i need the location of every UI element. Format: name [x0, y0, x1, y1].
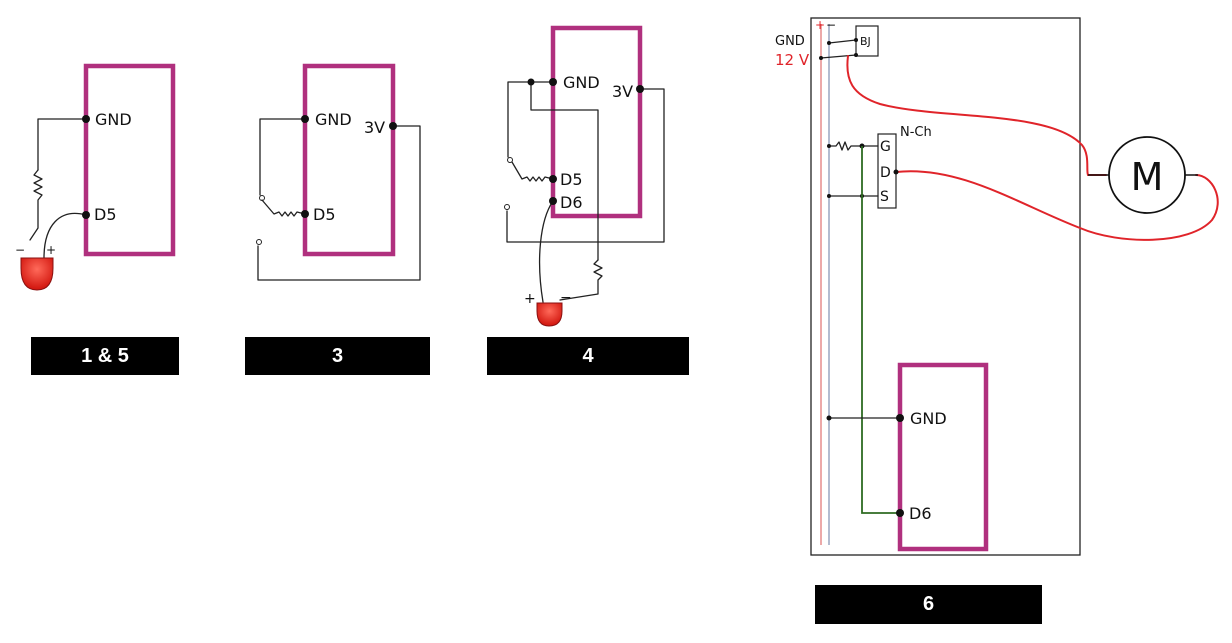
- microcontroller-board: [302, 63, 396, 257]
- caption-1-5: 1 & 5: [31, 337, 179, 375]
- caption-6-text: 6: [922, 593, 935, 615]
- gnd-pin-dot: [82, 115, 90, 123]
- led-icon: [20, 257, 54, 291]
- gate-pulldown-resistor: [828, 141, 879, 151]
- d5-pin-dot: [549, 175, 557, 183]
- caption-1-5-text: 1 & 5: [81, 344, 129, 367]
- d5-pin-label: D5: [313, 205, 336, 224]
- diagram-4: GND D5 D6 3V + −: [504, 25, 665, 327]
- junction-dot: [854, 38, 858, 42]
- d6-pin-dot: [549, 197, 557, 205]
- junction-dot: [827, 41, 831, 45]
- junction-dot: [893, 169, 899, 175]
- d6-wire: [538, 200, 554, 303]
- v12-rail-label: 12 V: [775, 51, 810, 69]
- gate-label: G: [880, 139, 891, 155]
- led-plus-label: +: [46, 243, 56, 257]
- microcontroller-board: [83, 63, 176, 257]
- d5-pin-dot: [301, 210, 309, 218]
- caption-4-text: 4: [582, 344, 594, 367]
- gnd-pin-label: GND: [563, 73, 600, 92]
- gnd-wire: [259, 118, 306, 196]
- gnd-wire-led: [530, 81, 599, 261]
- d5-pin-label: D5: [94, 205, 117, 224]
- microcontroller-board: [550, 25, 643, 219]
- motor-label: M: [1131, 155, 1164, 199]
- gnd-rail-label: GND: [775, 34, 805, 49]
- led-plus-label: +: [524, 291, 536, 307]
- d6-pin-dot: [896, 509, 904, 517]
- plus-rail-label: +: [815, 18, 825, 32]
- switch-resistor: [261, 199, 306, 217]
- minus-rail-label: −: [826, 18, 836, 32]
- caption-6: 6: [815, 585, 1042, 624]
- resistor: [559, 259, 603, 301]
- gnd-pin-dot: [549, 78, 557, 86]
- d5-wire: [43, 212, 87, 259]
- barrel-jack-label: BJ: [860, 35, 871, 48]
- breadboard-frame: [810, 17, 1081, 556]
- gate-signal-wire: [861, 146, 900, 514]
- caption-4: 4: [487, 337, 689, 375]
- gnd-pin-dot: [301, 115, 309, 123]
- led-icon: [536, 302, 563, 327]
- v3-pin-dot: [389, 122, 397, 130]
- v3-pin-label: 3V: [612, 82, 633, 101]
- caption-3: 3: [245, 337, 430, 375]
- diagram-3: GND D5 3V: [256, 63, 421, 281]
- d5-pin-dot: [82, 211, 90, 219]
- junction-dot: [827, 144, 831, 148]
- drain-label: D: [880, 165, 891, 181]
- gnd-wire-switch: [507, 81, 554, 158]
- gnd-pin-label: GND: [95, 110, 132, 129]
- diagram-1-5: GND D5 − +: [15, 63, 176, 291]
- junction-dot: [826, 415, 832, 421]
- caption-3-text: 3: [331, 344, 344, 367]
- drain-motor-wire: [895, 170, 1219, 241]
- bj-12v-wire: [820, 54, 857, 59]
- source-label: S: [880, 189, 889, 205]
- gnd-pin-label: GND: [910, 409, 947, 428]
- gnd-wire: [37, 118, 87, 171]
- switch-resistor: [511, 161, 554, 182]
- v12-motor-wire: [846, 55, 1107, 176]
- v3-pin-dot: [636, 85, 644, 93]
- d5-pin-label: D5: [560, 170, 583, 189]
- bj-gnd-wire: [828, 39, 857, 44]
- junction-dot: [854, 53, 858, 57]
- resistor: [29, 169, 43, 241]
- junction-dot: [527, 78, 535, 86]
- v3-wire: [506, 88, 665, 243]
- d6-pin-label: D6: [560, 193, 583, 212]
- microcontroller-board: [897, 362, 989, 552]
- diagram-6: + − GND 12 V BJ M N-Ch G D S: [775, 17, 1219, 556]
- switch-contact: [507, 157, 513, 163]
- gnd-pin-dot: [896, 414, 904, 422]
- junction-dot: [827, 194, 831, 198]
- led-minus-label: −: [560, 290, 572, 306]
- switch-contact: [256, 239, 262, 245]
- junction-dot: [819, 56, 823, 60]
- v3-pin-label: 3V: [364, 118, 385, 137]
- mosfet-label: N-Ch: [900, 125, 932, 140]
- gnd-pin-label: GND: [315, 110, 352, 129]
- d6-pin-label: D6: [909, 504, 932, 523]
- led-minus-label: −: [15, 243, 25, 257]
- v3-wire: [257, 125, 421, 281]
- switch-contact: [504, 204, 510, 210]
